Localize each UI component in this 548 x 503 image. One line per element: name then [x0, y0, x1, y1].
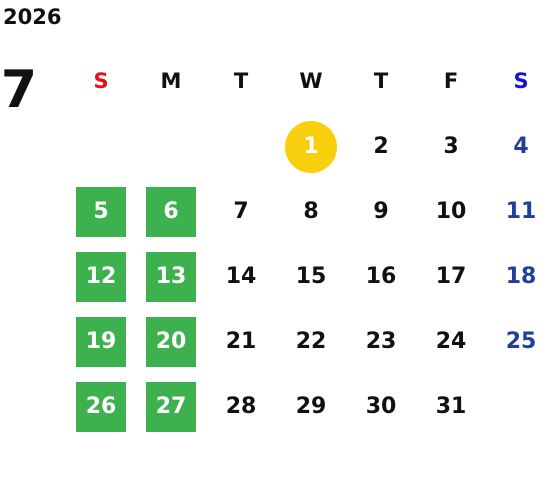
day-number: 16 [365, 263, 397, 289]
day-number: 17 [435, 263, 467, 289]
day-cell[interactable]: 6 [136, 179, 206, 244]
day-cell[interactable]: 31 [416, 374, 486, 439]
day-number: 11 [505, 198, 537, 224]
weekday-cell: F [416, 48, 486, 114]
day-number: 8 [303, 198, 319, 224]
day-cell[interactable]: 4 [486, 114, 548, 179]
week-row: 1 2 3 4 [66, 114, 548, 179]
day-cell[interactable]: 28 [206, 374, 276, 439]
weekday-monday: M [160, 69, 182, 93]
day-number: 30 [365, 393, 397, 419]
highlighted-day: 26 [76, 381, 126, 432]
day-cell[interactable]: 13 [136, 244, 206, 309]
day-cell-empty [486, 374, 548, 439]
weekday-cell: S [486, 48, 548, 114]
day-cell[interactable]: 2 [346, 114, 416, 179]
day-cell[interactable]: 22 [276, 309, 346, 374]
day-number: 28 [225, 393, 257, 419]
week-row: 19 20 21 22 23 24 25 [66, 309, 548, 374]
day-number: 29 [295, 393, 327, 419]
highlighted-day: 6 [146, 186, 196, 237]
weekday-tuesday: T [233, 69, 249, 93]
week-row: 26 27 28 29 30 31 [66, 374, 548, 439]
day-number: 7 [233, 198, 249, 224]
highlighted-day: 20 [146, 316, 196, 367]
weekday-wednesday: W [299, 69, 323, 93]
weekday-friday: F [443, 69, 459, 93]
day-number: 15 [295, 263, 327, 289]
weekday-header-row: S M T W T F S [66, 48, 548, 114]
day-number: 4 [513, 133, 529, 159]
day-number: 23 [365, 328, 397, 354]
day-cell[interactable]: 25 [486, 309, 548, 374]
highlighted-day: 19 [76, 316, 126, 367]
day-cell[interactable]: 10 [416, 179, 486, 244]
day-number: 10 [435, 198, 467, 224]
day-number: 2 [373, 133, 389, 159]
day-number: 25 [505, 328, 537, 354]
weekday-cell: S [66, 48, 136, 114]
day-number: 9 [373, 198, 389, 224]
weekday-thursday: T [373, 69, 389, 93]
day-number: 3 [443, 133, 459, 159]
calendar-grid: S M T W T F S 1 2 3 4 5 6 7 8 9 10 11 [66, 48, 548, 439]
day-cell[interactable]: 1 [276, 114, 346, 179]
day-cell[interactable]: 3 [416, 114, 486, 179]
day-number: 24 [435, 328, 467, 354]
day-number: 18 [505, 263, 537, 289]
month-label: 7 [0, 60, 38, 120]
highlighted-day: 13 [146, 251, 196, 302]
day-cell[interactable]: 11 [486, 179, 548, 244]
day-cell[interactable]: 20 [136, 309, 206, 374]
day-cell[interactable]: 7 [206, 179, 276, 244]
weekday-sunday: S [93, 69, 109, 93]
day-cell[interactable]: 17 [416, 244, 486, 309]
today-marker: 1 [285, 120, 337, 173]
day-cell[interactable]: 29 [276, 374, 346, 439]
day-cell[interactable]: 12 [66, 244, 136, 309]
day-cell[interactable]: 14 [206, 244, 276, 309]
day-cell[interactable]: 23 [346, 309, 416, 374]
day-cell[interactable]: 21 [206, 309, 276, 374]
weekday-cell: T [206, 48, 276, 114]
weekday-cell: M [136, 48, 206, 114]
day-cell[interactable]: 30 [346, 374, 416, 439]
day-cell[interactable]: 8 [276, 179, 346, 244]
day-number: 22 [295, 328, 327, 354]
day-cell[interactable]: 9 [346, 179, 416, 244]
day-cell[interactable]: 5 [66, 179, 136, 244]
day-cell[interactable]: 24 [416, 309, 486, 374]
day-cell-empty [66, 114, 136, 179]
weekday-saturday: S [513, 69, 529, 93]
day-cell[interactable]: 18 [486, 244, 548, 309]
day-cell[interactable]: 16 [346, 244, 416, 309]
day-number: 14 [225, 263, 257, 289]
day-cell-empty [136, 114, 206, 179]
week-row: 5 6 7 8 9 10 11 [66, 179, 548, 244]
day-number: 21 [225, 328, 257, 354]
day-number: 31 [435, 393, 467, 419]
weekday-cell: T [346, 48, 416, 114]
day-cell[interactable]: 15 [276, 244, 346, 309]
day-cell[interactable]: 19 [66, 309, 136, 374]
highlighted-day: 12 [76, 251, 126, 302]
day-cell[interactable]: 26 [66, 374, 136, 439]
highlighted-day: 5 [76, 186, 126, 237]
day-cell[interactable]: 27 [136, 374, 206, 439]
highlighted-day: 27 [146, 381, 196, 432]
year-label: 2026 [3, 5, 62, 29]
week-row: 12 13 14 15 16 17 18 [66, 244, 548, 309]
weekday-cell: W [276, 48, 346, 114]
day-cell-empty [206, 114, 276, 179]
